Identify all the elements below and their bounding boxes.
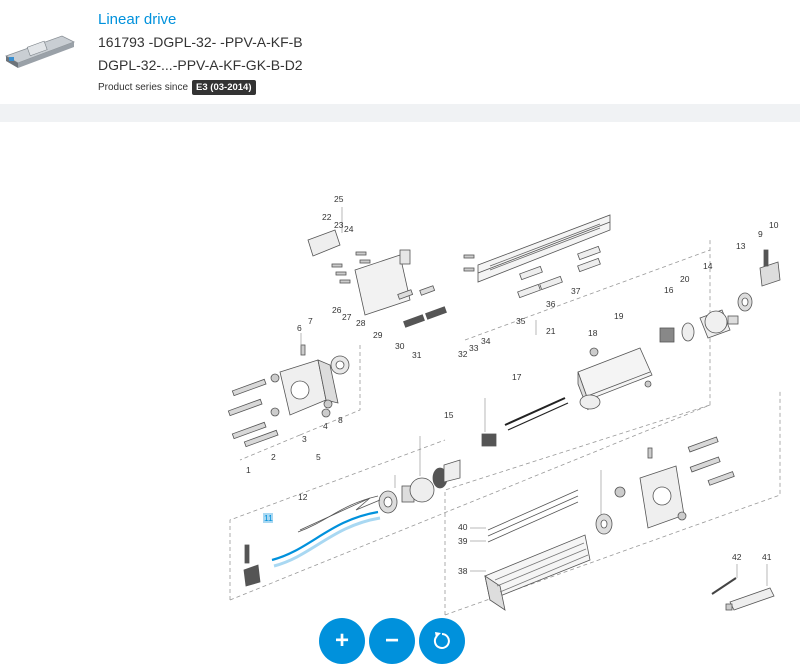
- part-label-20[interactable]: 20: [680, 274, 690, 284]
- part-label-5[interactable]: 5: [316, 452, 321, 462]
- part-label-34[interactable]: 34: [481, 336, 491, 346]
- reset-view-button[interactable]: [419, 618, 465, 664]
- part-label-25[interactable]: 25: [334, 194, 344, 204]
- part-label-37[interactable]: 37: [571, 286, 581, 296]
- part-label-15[interactable]: 15: [444, 410, 454, 420]
- product-title[interactable]: Linear drive: [98, 11, 177, 28]
- part-label-36[interactable]: 36: [546, 299, 556, 309]
- part-label-8[interactable]: 8: [338, 415, 343, 425]
- part-label-21[interactable]: 21: [546, 326, 556, 336]
- part-label-3[interactable]: 3: [302, 434, 307, 444]
- part-label-24[interactable]: 24: [344, 224, 354, 234]
- part-label-2[interactable]: 2: [271, 452, 276, 462]
- part-label-23[interactable]: 23: [334, 220, 344, 230]
- part-label-33[interactable]: 33: [469, 343, 479, 353]
- zoom-out-button[interactable]: −: [369, 618, 415, 664]
- part-label-39[interactable]: 39: [458, 536, 468, 546]
- label-highlight: [263, 513, 273, 523]
- part-number: 161793 -DGPL-32- -PPV-A-KF-B: [98, 34, 303, 50]
- part-label-7[interactable]: 7: [308, 316, 313, 326]
- part-label-40[interactable]: 40: [458, 522, 468, 532]
- part-label-22[interactable]: 22: [322, 212, 332, 222]
- part-label-4[interactable]: 4: [323, 421, 328, 431]
- product-series: Product series since E3 (03-2014): [98, 80, 256, 95]
- part-label-27[interactable]: 27: [342, 312, 352, 322]
- part-label-19[interactable]: 19: [614, 311, 624, 321]
- part-label-1[interactable]: 1: [246, 465, 251, 475]
- part-label-9[interactable]: 9: [758, 229, 763, 239]
- part-label-29[interactable]: 29: [373, 330, 383, 340]
- part-label-38[interactable]: 38: [458, 566, 468, 576]
- part-label-28[interactable]: 28: [356, 318, 366, 328]
- part-label-14[interactable]: 14: [703, 261, 713, 271]
- part-label-26[interactable]: 26: [332, 305, 342, 315]
- part-label-35[interactable]: 35: [516, 316, 526, 326]
- reset-icon: [433, 632, 450, 649]
- part-label-32[interactable]: 32: [458, 349, 468, 359]
- series-badge: E3 (03-2014): [192, 80, 256, 95]
- plus-icon: +: [334, 627, 349, 654]
- header-divider-band: [0, 104, 800, 122]
- part-label-42[interactable]: 42: [732, 552, 742, 562]
- part-label-41[interactable]: 41: [762, 552, 772, 562]
- part-label-11[interactable]: 11: [264, 513, 273, 523]
- part-label-10[interactable]: 10: [769, 220, 779, 230]
- type-code: DGPL-32-...-PPV-A-KF-GK-B-D2: [98, 57, 303, 73]
- part-label-12[interactable]: 12: [298, 492, 308, 502]
- part-label-6[interactable]: 6: [297, 323, 302, 333]
- part-label-31[interactable]: 31: [412, 350, 422, 360]
- part-label-17[interactable]: 17: [512, 372, 522, 382]
- part-label-16[interactable]: 16: [664, 285, 674, 295]
- part-label-13[interactable]: 13: [736, 241, 746, 251]
- product-thumbnail: [4, 30, 76, 70]
- series-label: Product series since: [98, 82, 189, 93]
- minus-icon: −: [384, 627, 399, 654]
- zoom-in-button[interactable]: +: [319, 618, 365, 664]
- part-label-18[interactable]: 18: [588, 328, 598, 338]
- part-label-30[interactable]: 30: [395, 341, 405, 351]
- product-header: Linear drive 161793 -DGPL-32- -PPV-A-KF-…: [0, 0, 800, 104]
